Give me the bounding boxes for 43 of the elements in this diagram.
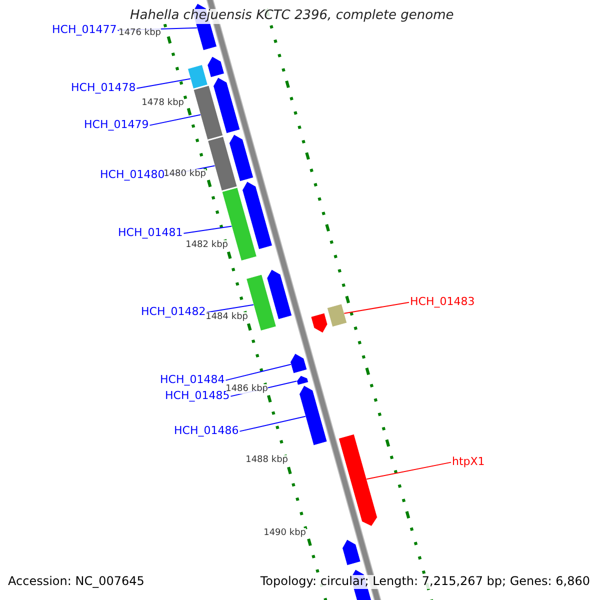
gene-label: HCH_01477 [52,24,117,37]
position-label: 1488 kbp [246,455,288,466]
leader-line [206,304,254,313]
position-label: 1486 kbp [226,384,268,394]
gene-feature [213,77,240,134]
gene-feature [246,274,276,332]
gene-feature [326,304,348,328]
gene-feature [208,136,238,192]
position-label: 1480 kbp [164,169,206,180]
gene-feature [228,134,254,182]
leader-line [183,226,232,234]
gene-label: HCH_01481 [118,227,183,240]
gene-feature [193,85,224,140]
gene-label: HCH_01479 [84,119,149,132]
gene-feature [338,434,378,526]
gene-feature [299,385,328,446]
leader-line [136,78,191,89]
gene-label: HCH_01480 [100,169,165,182]
gene-feature [310,312,328,334]
genome-title: Hahella chejuensis KCTC 2396, complete genome [130,9,454,24]
gene-label: HCH_01483 [410,296,475,309]
position-label: 1484 kbp [206,312,248,322]
gene-label: HCH_01484 [160,374,225,387]
gene-feature [242,181,273,250]
gene-label: HCH_01486 [174,425,239,438]
accession-text: Accession: NC_007645 [8,575,144,589]
gene-feature [187,64,208,90]
gene-label: htpX1 [452,456,485,469]
leader-line [366,462,452,480]
gene-feature [207,56,225,78]
position-label: 1482 kbp [186,240,228,250]
position-label: 1490 kbp [264,528,306,538]
leader-line [344,302,410,314]
gene-label: HCH_01478 [71,82,136,95]
position-label: 1478 kbp [142,98,184,108]
genome-stats-text: Topology: circular; Length: 7,215,267 bp; Genes: 6,860 [260,575,590,589]
position-label: 1476 kbp [118,28,161,38]
gene-feature [342,539,361,566]
leader-line [239,416,306,432]
gene-label: HCH_01482 [141,306,206,319]
leader-line [149,114,201,126]
leader-line [225,364,292,381]
gene-feature [266,269,292,320]
